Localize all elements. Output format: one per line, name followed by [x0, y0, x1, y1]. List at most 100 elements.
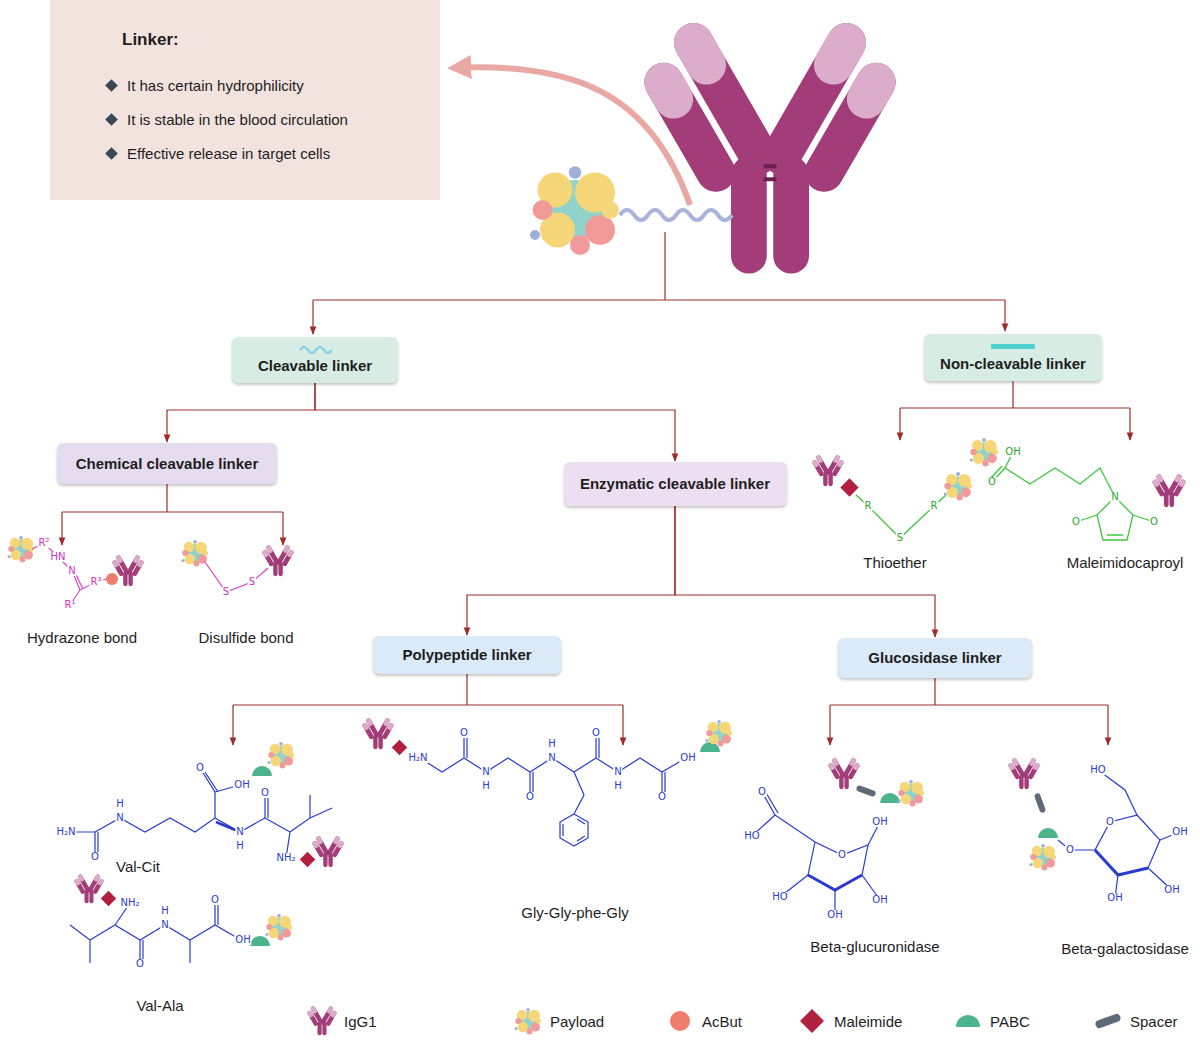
atom-label: HO [771, 892, 788, 902]
tree-lines [312, 300, 313, 334]
structure-name: Beta-glucuronidase [810, 939, 939, 954]
category-box: Glucosidase linker [838, 638, 1032, 678]
atom-label: O [1149, 517, 1159, 527]
atom-label: H [160, 906, 170, 916]
atom-label: N [481, 767, 490, 777]
tree-lines [233, 673, 623, 705]
structure-name: Val-Ala [136, 998, 183, 1013]
atom-label: HO [743, 831, 760, 841]
atom-label: O [459, 728, 469, 738]
adc-illustration [620, 210, 732, 220]
hydrazone-structure [8, 536, 35, 563]
disulfide-structure [260, 545, 295, 577]
glucuronide-structure [808, 875, 862, 890]
legend-item: Payload [512, 1006, 604, 1036]
galactoside-structure [1058, 770, 1180, 898]
val-cit-structure [268, 742, 295, 769]
atom-label: H [115, 799, 125, 809]
legend-swatch [515, 1008, 542, 1035]
atom-label: OH [871, 895, 888, 905]
legend-text: Spacer [1130, 1013, 1178, 1030]
atom-label: O [210, 895, 220, 905]
box-title: Cleavable linker [258, 357, 372, 375]
atom-label: R³ [90, 577, 103, 587]
atom-label: R¹ [64, 600, 77, 610]
hydrazone-structure [8, 536, 146, 605]
legend-swatch [664, 1006, 696, 1036]
tree-connector [315, 383, 675, 461]
atom-label: O [1071, 517, 1081, 527]
structure-name: Val-Cit [116, 859, 160, 874]
val-cit-structure [300, 852, 316, 868]
atom-label: HO [1089, 765, 1106, 775]
adc-illustration [530, 166, 619, 255]
atom-label: OH [1171, 827, 1188, 837]
gly-gly-phe-gly-structure [700, 742, 720, 752]
legend-swatch [800, 1009, 824, 1033]
atom-label: O [1065, 845, 1075, 855]
atom-label: O [987, 477, 997, 487]
category-box: Chemical cleavable linker [57, 443, 277, 484]
bullet-text: It is stable in the blood circulation [127, 111, 420, 129]
adc-illustration [452, 16, 913, 274]
atom-label: O [591, 728, 601, 738]
atom-label: O [135, 959, 145, 969]
gly-gly-phe-gly-structure [360, 718, 732, 846]
box-title: Non-cleavable linker [940, 355, 1086, 373]
galactoside-structure [1034, 793, 1046, 814]
glucuronide-structure [880, 793, 900, 803]
atom-label: H [547, 739, 557, 749]
atom-label: S [896, 533, 904, 543]
structure-name: Gly-Gly-phe-Gly [521, 905, 629, 920]
galactoside-structure [1030, 844, 1057, 871]
wave-icon [298, 345, 332, 354]
atom-label: R² [38, 538, 51, 548]
atom-label: O [260, 788, 270, 798]
gly-gly-phe-gly-structure [706, 720, 733, 747]
glucuronide-structure [856, 785, 877, 797]
atom-label: N [67, 566, 76, 576]
val-ala-structure [73, 874, 106, 904]
val-ala-structure [101, 891, 117, 907]
atom-label: OH [1106, 893, 1123, 903]
tree-lines [1129, 408, 1130, 440]
legend-item: AcBut [664, 1006, 742, 1036]
atom-label: R [930, 501, 939, 511]
box-title: Enzymatic cleavable linker [580, 475, 770, 493]
hydrazone-structure [106, 573, 118, 585]
glucuronide-structure [826, 758, 861, 790]
thioether-structure [810, 455, 845, 487]
tree-lines [61, 512, 62, 545]
galactoside-structure [1006, 758, 1180, 898]
atom-label: OH [234, 935, 251, 945]
legend-item: PABC [952, 1006, 1030, 1036]
atom-label: H [481, 781, 491, 791]
tree-lines [313, 232, 1005, 300]
structure-name: Beta-galactosidase [1061, 941, 1189, 956]
bar-icon [991, 344, 1035, 349]
tree-lines [62, 232, 1130, 745]
glucuronide-structure [898, 780, 925, 807]
category-box: Non-cleavable linker [924, 334, 1102, 381]
atom-label: S [248, 577, 256, 587]
tree-connector [467, 506, 675, 635]
hydrazone-structure [110, 555, 145, 587]
legend-swatch [670, 1011, 690, 1031]
atom-label: NH₂ [275, 853, 296, 863]
tree-lines [830, 677, 1108, 705]
hydrazone-structure [32, 543, 96, 605]
atom-label: OH [233, 780, 250, 790]
val-ala-structure [266, 914, 293, 941]
atom-label: N [115, 813, 124, 823]
atom-label: OH [679, 753, 696, 763]
legend-swatch [796, 1006, 828, 1036]
atom-label: N [235, 827, 244, 837]
atom-label: S [222, 587, 230, 597]
atom-label: O [757, 787, 767, 797]
tree-connector [167, 383, 315, 442]
atom-label: O [1105, 817, 1115, 827]
atom-label: NH₂ [119, 898, 140, 908]
val-ala-structure [70, 874, 292, 964]
thioether-structure [944, 472, 972, 500]
thioether-structure [856, 495, 946, 538]
